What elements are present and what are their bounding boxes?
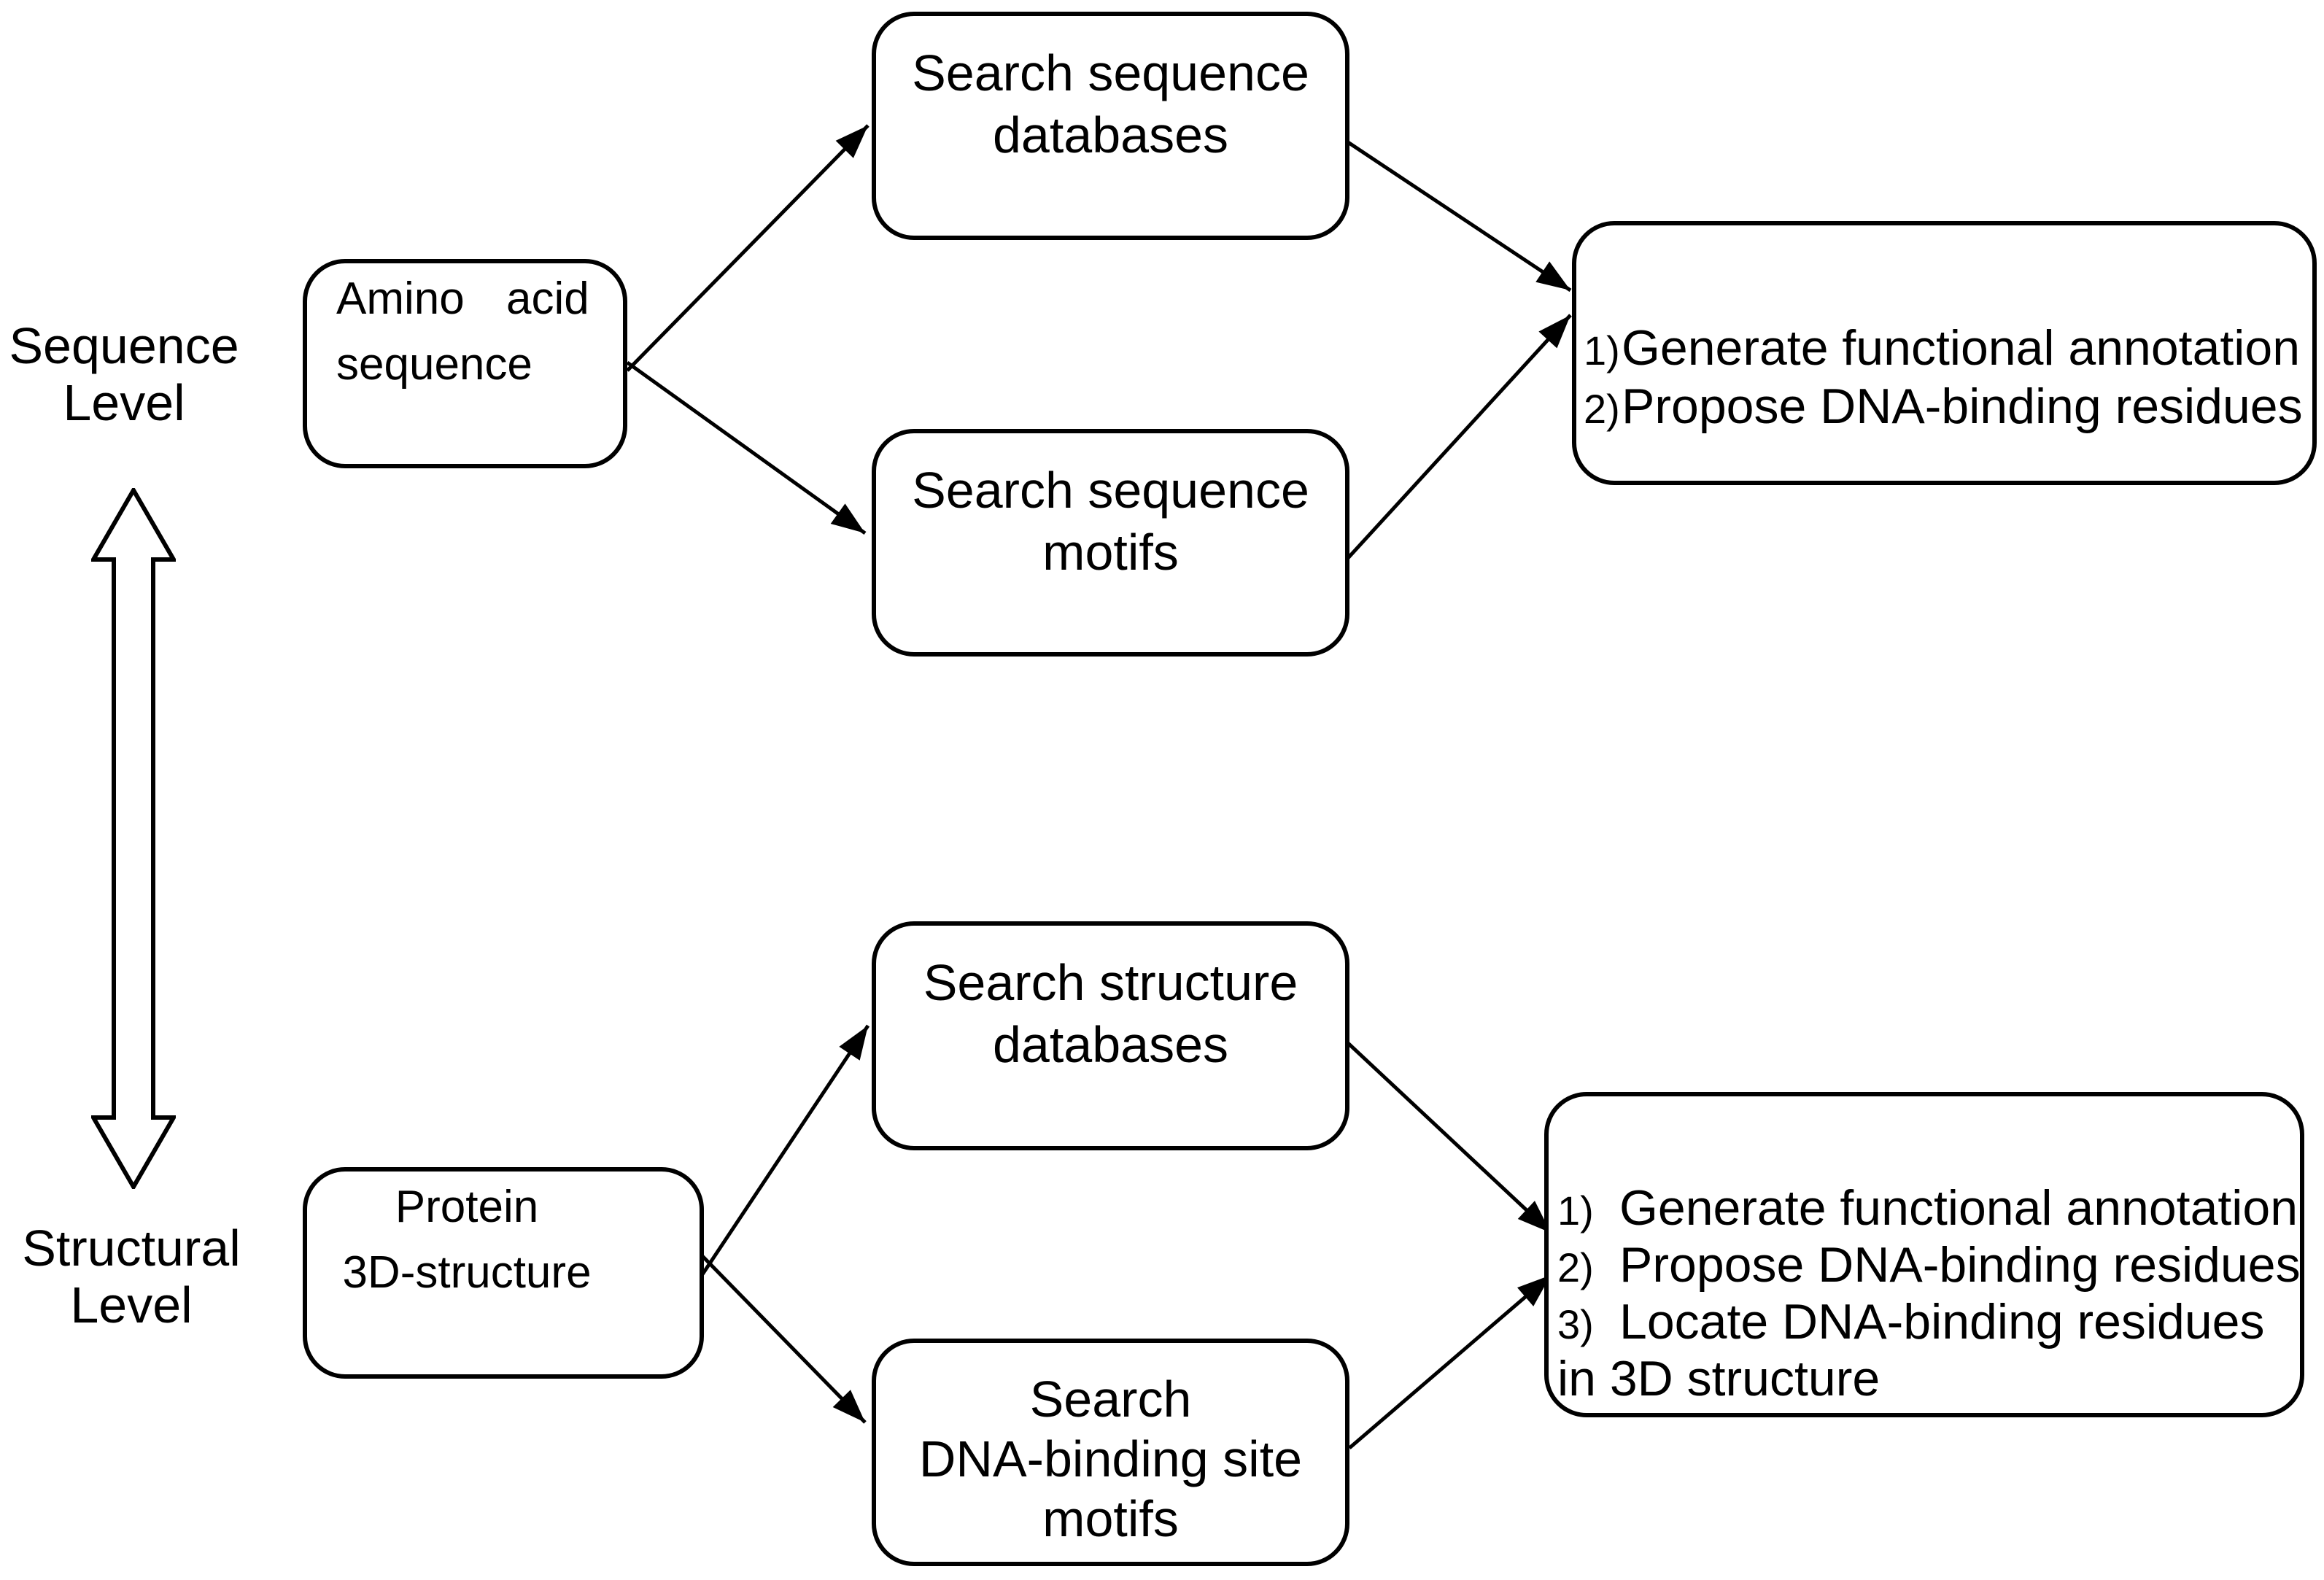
- result-item-continuation: in 3D structure: [1557, 1351, 1880, 1406]
- result-item: 1) Generate functional annotation: [1557, 1181, 2298, 1238]
- item-text: Propose DNA-binding residues: [1622, 379, 2303, 434]
- item-number: 1): [1557, 1188, 1594, 1234]
- sequence-structure-double-arrow-icon: [91, 488, 176, 1189]
- label-line: Sequence: [9, 317, 239, 374]
- node-label-line: Search structure: [923, 954, 1298, 1011]
- protein-3d-structure-node: Protein 3D-structure: [303, 1167, 704, 1379]
- arrow-seq-databases-to-seq-results: [1347, 140, 1572, 293]
- node-label-line: motifs: [1042, 524, 1179, 581]
- result-item: 2) Propose DNA-binding residues: [1557, 1238, 2301, 1295]
- arrow-amino-to-search-seq-databases: [626, 124, 869, 372]
- result-item: 3) Locate DNA-binding residues: [1557, 1295, 2294, 1352]
- arrow-dna-motifs-to-struct-results: [1348, 1274, 1552, 1449]
- node-label-line: DNA-binding site: [918, 1430, 1303, 1487]
- item-number: 1): [1584, 328, 1620, 373]
- node-label-line: Amino acid: [336, 274, 589, 324]
- node-label-line: sequence: [336, 339, 532, 390]
- arrow-amino-to-search-seq-motifs: [626, 360, 867, 535]
- arrow-protein-to-search-dna-motifs: [701, 1255, 867, 1424]
- arrow-seq-motifs-to-seq-results: [1347, 314, 1572, 559]
- item-text: Propose DNA-binding residues: [1619, 1237, 2301, 1293]
- sequence-level-label: Sequence Level: [4, 317, 244, 431]
- node-label-line: databases: [992, 1016, 1229, 1073]
- search-structure-databases-node: Search structure databases: [872, 921, 1349, 1150]
- result-item: 1)Generate functional annotation: [1584, 320, 2306, 379]
- node-label-line: Search sequence: [912, 462, 1309, 519]
- item-text: Generate functional annotation: [1619, 1180, 2298, 1236]
- amino-acid-sequence-node: Amino acid sequence: [303, 259, 627, 468]
- label-line: Structural: [22, 1220, 241, 1277]
- structural-level-label: Structural Level: [11, 1220, 252, 1333]
- arrow-protein-to-search-struct-databases: [700, 1024, 870, 1276]
- sequence-level-results-node: 1)Generate functional annotation 2)Propo…: [1572, 221, 2317, 485]
- label-line: Level: [70, 1277, 193, 1333]
- arrow-struct-databases-to-struct-results: [1347, 1042, 1552, 1234]
- item-number: 2): [1584, 386, 1620, 432]
- item-text: Locate DNA-binding residues: [1619, 1294, 2265, 1349]
- search-sequence-motifs-node: Search sequence motifs: [872, 429, 1349, 657]
- item-number: 3): [1557, 1301, 1594, 1347]
- node-label-line: Search sequence: [912, 44, 1309, 101]
- node-label-line: 3D-structure: [342, 1247, 592, 1298]
- item-number: 2): [1557, 1244, 1594, 1290]
- item-text: Generate functional annotation: [1622, 320, 2301, 376]
- node-label-line: Search: [1029, 1371, 1192, 1428]
- node-label-line: databases: [992, 107, 1229, 163]
- search-sequence-databases-node: Search sequence databases: [872, 12, 1349, 240]
- structural-level-results-node: 1) Generate functional annotation 2) Propo…: [1544, 1092, 2304, 1417]
- search-dna-binding-site-motifs-node: Search DNA-binding site motifs: [872, 1339, 1349, 1566]
- label-line: Level: [63, 374, 185, 431]
- node-label-line: Protein: [395, 1182, 539, 1232]
- result-item: 2)Propose DNA-binding residues: [1584, 379, 2306, 437]
- node-label-line: motifs: [1042, 1490, 1179, 1547]
